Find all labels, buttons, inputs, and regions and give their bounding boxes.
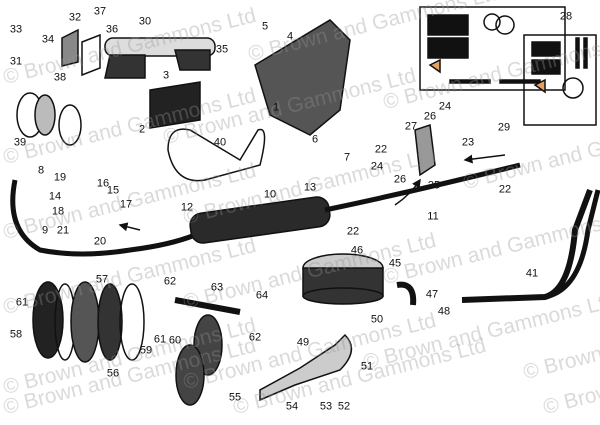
- part-number-label: 59: [139, 344, 153, 357]
- part-number-label: 26: [423, 110, 437, 123]
- part-number-label: 22: [374, 143, 388, 156]
- part-number-label: 22: [346, 225, 360, 238]
- part-number-label: 61: [15, 296, 29, 309]
- part-number-label: 54: [285, 400, 299, 413]
- gasket-36: [81, 33, 101, 77]
- arrow: [463, 154, 506, 164]
- part-number-label: 34: [41, 33, 55, 46]
- part-number-label: 30: [138, 15, 152, 28]
- part-number-label: 7: [343, 151, 351, 164]
- part-number-label: 11: [427, 210, 439, 223]
- part-number-label: 1: [272, 101, 280, 114]
- part-number-label: 50: [370, 313, 384, 326]
- part-number-label: 24: [438, 100, 452, 113]
- part-number-label: 8: [37, 164, 45, 177]
- part-number-label: 62: [248, 331, 262, 344]
- flange-39: [34, 94, 56, 136]
- part-number-label: 58: [9, 328, 23, 341]
- air-cleaner-45: [302, 253, 384, 305]
- part-number-label: 23: [461, 136, 475, 149]
- gasket-38b: [58, 104, 82, 146]
- part-number-label: 36: [105, 23, 119, 36]
- part-number-label: 41: [525, 267, 539, 280]
- part-number-label: 26: [393, 173, 407, 186]
- silencer-10: [189, 196, 331, 244]
- part-number-label: 12: [180, 201, 194, 214]
- part-number-label: 46: [350, 244, 364, 257]
- part-number-label: 62: [163, 275, 177, 288]
- part-number-label: 15: [106, 184, 120, 197]
- pipe-63: [174, 297, 241, 315]
- part-number-label: 37: [93, 5, 107, 18]
- gasket-plate-40: [167, 128, 266, 182]
- part-number-label: 14: [48, 190, 62, 203]
- arrow: [394, 178, 421, 206]
- part-number-label: 21: [56, 224, 70, 237]
- pulley-55: [175, 314, 223, 406]
- part-number-label: 9: [41, 224, 49, 237]
- kit-28-parts: [427, 13, 541, 84]
- part-number-label: 4: [286, 30, 294, 43]
- part-number-label: 17: [119, 198, 133, 211]
- part-number-label: 55: [228, 391, 242, 404]
- part-number-label: 60: [168, 334, 182, 347]
- part-number-label: 5: [261, 20, 269, 33]
- part-number-label: 57: [95, 273, 109, 286]
- part-number-label: 48: [437, 305, 451, 318]
- part-number-label: 19: [53, 171, 67, 184]
- part-number-label: 47: [425, 288, 439, 301]
- part-number-label: 13: [303, 181, 317, 194]
- heat-shield-3: [149, 81, 201, 129]
- arrow: [118, 222, 141, 232]
- part-number-label: 2: [138, 123, 146, 136]
- part-number-label: 10: [263, 188, 277, 201]
- part-number-label: 29: [497, 121, 511, 134]
- part-number-label: 31: [9, 55, 23, 68]
- part-number-label: 64: [255, 289, 269, 302]
- part-number-label: 16: [96, 177, 110, 190]
- inlet-manifold-1: [254, 19, 351, 136]
- elbow-49: [259, 333, 353, 402]
- tail-pipe-11: [324, 162, 521, 213]
- front-pipe-9: [10, 179, 196, 257]
- part-number-label: 52: [337, 400, 351, 413]
- part-number-label: 45: [388, 257, 402, 270]
- part-number-label: 20: [93, 235, 107, 248]
- part-number-label: 22: [498, 183, 512, 196]
- headers-41b: [544, 189, 600, 300]
- part-number-label: 61: [153, 333, 167, 346]
- pulley-assembly-56: [32, 281, 145, 363]
- kit-box-29: [523, 34, 597, 126]
- part-number-label: 24: [370, 160, 384, 173]
- bracket-25: [414, 123, 436, 177]
- kit-box-28: [419, 6, 566, 91]
- part-number-label: 39: [13, 136, 27, 149]
- part-number-label: 3: [162, 69, 170, 82]
- hose-47: [396, 281, 417, 306]
- part-number-label: 32: [68, 11, 82, 24]
- part-number-label: 53: [319, 400, 333, 413]
- part-number-label: 25: [427, 179, 441, 192]
- kit-29-parts: [531, 37, 588, 99]
- part-number-label: 56: [106, 367, 120, 380]
- part-number-label: 6: [311, 133, 319, 146]
- part-number-label: 63: [210, 281, 224, 294]
- part-number-label: 38: [53, 71, 67, 84]
- exhaust-manifold-30: [104, 37, 216, 79]
- flange-37: [61, 28, 79, 67]
- part-number-label: 35: [215, 43, 229, 56]
- part-number-label: 40: [213, 136, 227, 149]
- part-number-label: 28: [559, 10, 573, 23]
- part-number-label: 18: [51, 205, 65, 218]
- part-number-label: 49: [296, 336, 310, 349]
- part-number-label: 51: [360, 360, 374, 373]
- part-number-label: 27: [404, 120, 418, 133]
- part-number-label: 33: [9, 23, 23, 36]
